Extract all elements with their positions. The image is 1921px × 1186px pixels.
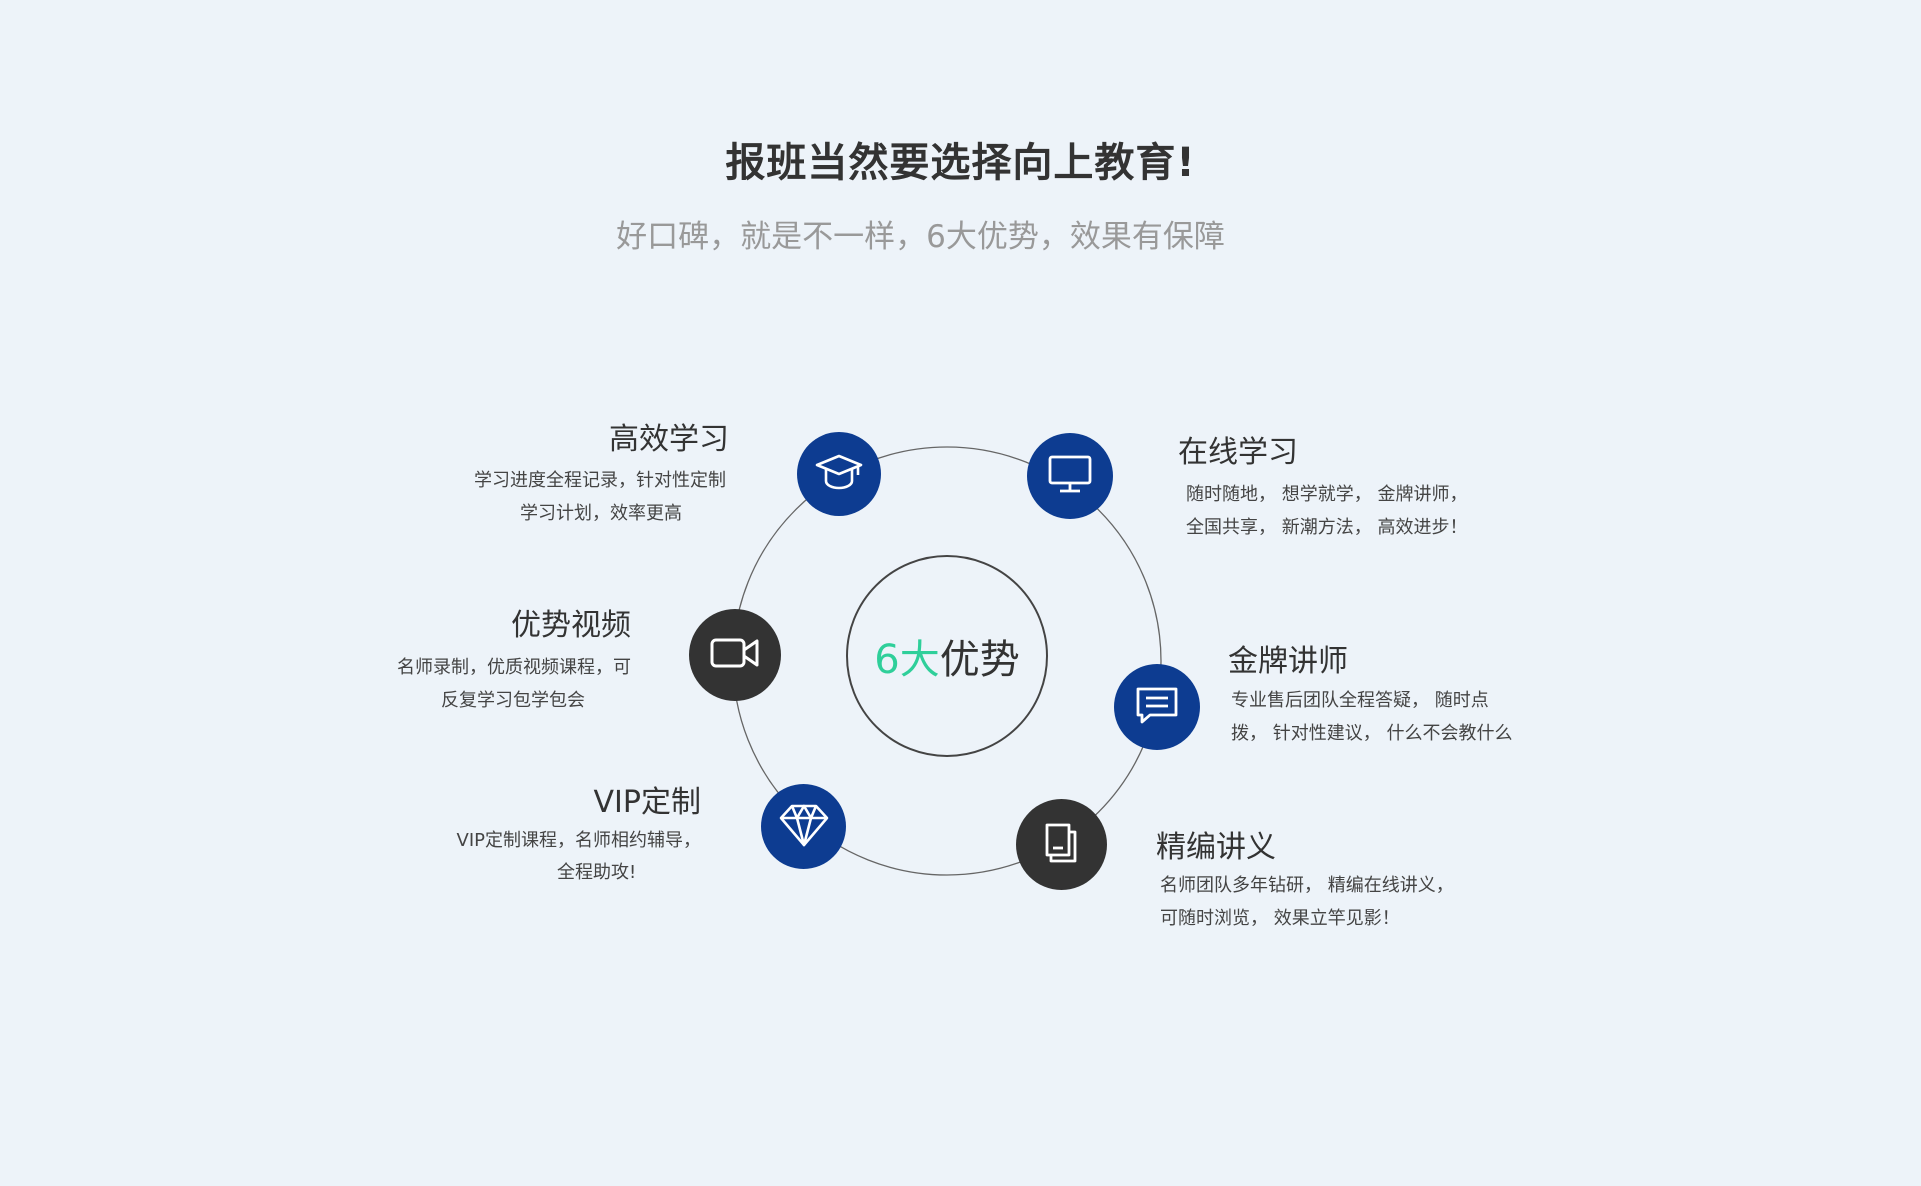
feature-title-online: 在线学习: [1178, 435, 1298, 470]
chat-icon: [1132, 680, 1182, 734]
feature-desc-notes-1: 名师团队多年钻研， 精编在线讲义，: [1160, 875, 1454, 896]
feature-desc-vip-2: 全程助攻!: [557, 862, 637, 883]
document-icon: [1037, 818, 1087, 872]
center-highlight: 6大: [874, 637, 940, 683]
center-badge: 6大优势: [846, 555, 1048, 757]
graduation-cap-icon: [814, 447, 864, 501]
feature-desc-efficient-1: 学习进度全程记录，针对性定制: [474, 470, 726, 491]
feature-desc-video-2: 反复学习包学包会: [441, 690, 585, 711]
node-notes[interactable]: [1016, 799, 1107, 890]
feature-desc-online-2: 全国共享， 新潮方法， 高效进步！: [1186, 517, 1468, 538]
feature-desc-online-1: 随时随地， 想学就学， 金牌讲师，: [1186, 484, 1468, 505]
feature-desc-vip-1: VIP定制课程，名师相约辅导，: [456, 830, 701, 851]
feature-title-vip: VIP定制: [593, 785, 701, 820]
monitor-icon: [1045, 449, 1095, 503]
feature-desc-teacher-2: 拨， 针对性建议， 什么不会教什么: [1231, 723, 1513, 744]
feature-desc-notes-2: 可随时浏览， 效果立竿见影！: [1160, 908, 1400, 929]
node-efficient-learning[interactable]: [797, 432, 881, 516]
node-video[interactable]: [689, 609, 781, 701]
node-gold-teacher[interactable]: [1114, 664, 1200, 750]
node-vip[interactable]: [761, 784, 846, 869]
center-label: 优势: [939, 637, 1020, 683]
feature-title-notes: 精编讲义: [1156, 830, 1276, 865]
page-subtitle: 好口碑，就是不一样，6大优势，效果有保障: [616, 219, 1225, 255]
feature-title-teacher: 金牌讲师: [1228, 644, 1348, 679]
feature-desc-teacher-1: 专业售后团队全程答疑， 随时点: [1231, 690, 1489, 711]
node-online-learning[interactable]: [1027, 433, 1113, 519]
feature-desc-video-1: 名师录制，优质视频课程，可: [397, 657, 631, 678]
feature-title-video: 优势视频: [511, 608, 631, 643]
page-title: 报班当然要选择向上教育!: [725, 140, 1196, 186]
feature-title-efficient: 高效学习: [609, 422, 729, 457]
video-camera-icon: [708, 626, 762, 684]
feature-desc-efficient-2: 学习计划，效率更高: [520, 503, 682, 524]
diamond-icon: [777, 798, 831, 856]
